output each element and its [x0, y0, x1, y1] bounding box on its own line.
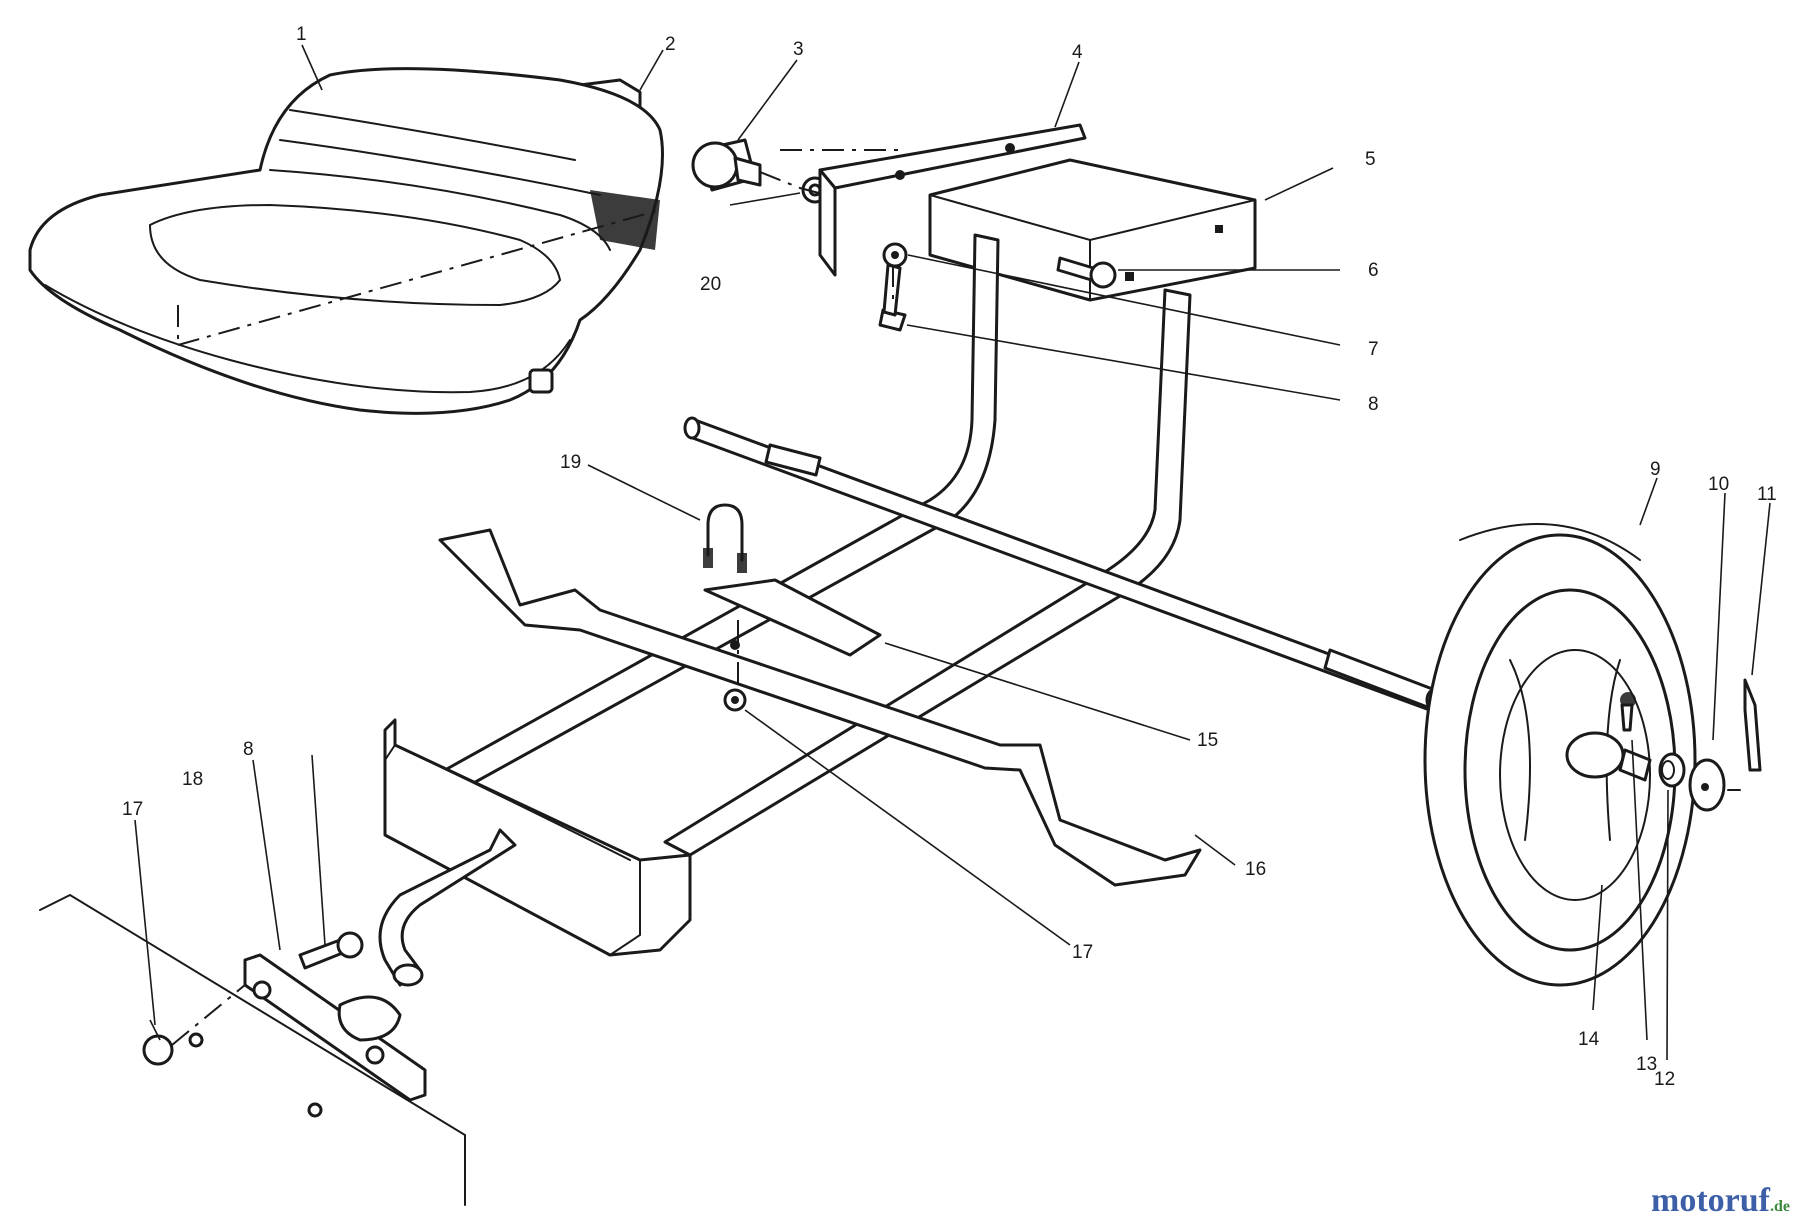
seat-knob — [691, 138, 762, 192]
runner-bar — [438, 528, 1202, 887]
watermark-logo: motoruf.de — [1651, 1182, 1790, 1220]
watermark-tld: .de — [1770, 1198, 1790, 1215]
callout-8-left: 8 — [243, 739, 254, 760]
seat-support-box — [928, 158, 1257, 302]
callout-4: 4 — [1072, 42, 1083, 63]
hitch-pin — [337, 995, 402, 1042]
callout-8: 8 — [1368, 394, 1379, 415]
spacer — [1658, 752, 1686, 788]
front-crossbar — [383, 718, 692, 957]
callout-14: 14 — [1578, 1029, 1600, 1050]
hitch-tongue — [378, 828, 517, 987]
grease-fitting — [1620, 692, 1636, 732]
callout-15: 15 — [1197, 730, 1218, 751]
callout-12: 12 — [1654, 1069, 1675, 1090]
hitch-bolt — [298, 931, 364, 970]
carriage-bolt — [1056, 256, 1117, 289]
callout-19: 19 — [560, 452, 581, 473]
lock-nut — [723, 688, 747, 712]
axle — [683, 416, 1443, 714]
mounting-plate — [703, 578, 882, 700]
callout-13: 13 — [1636, 1054, 1657, 1075]
callout-9: 9 — [1650, 459, 1661, 480]
callout-18: 18 — [182, 769, 203, 790]
flat-washer — [1688, 758, 1726, 812]
callout-1: 1 — [296, 24, 307, 45]
callout-17-left: 17 — [122, 799, 143, 820]
callout-2: 2 — [665, 34, 676, 55]
watermark-text: motoruf — [1651, 1182, 1770, 1219]
callout-labels: 1 2 3 4 5 6 7 8 9 10 11 12 13 14 15 16 1… — [122, 24, 1777, 1090]
seat — [28, 67, 664, 415]
hex-bolt — [878, 263, 907, 332]
callout-11: 11 — [1757, 484, 1777, 505]
callout-6: 6 — [1368, 260, 1379, 281]
tractor-body-outline — [39, 893, 466, 1206]
callout-5: 5 — [1365, 149, 1376, 170]
u-bolt — [703, 503, 747, 573]
callout-3: 3 — [793, 39, 804, 60]
callout-16: 16 — [1245, 859, 1266, 880]
lock-washer — [882, 242, 908, 268]
seat-bracket — [818, 123, 1087, 277]
leader-lines — [134, 44, 1771, 1061]
cotter-pin — [1727, 678, 1762, 791]
callout-10: 10 — [1708, 474, 1729, 495]
wheel — [1423, 523, 1697, 987]
callout-17-mid: 17 — [1072, 942, 1093, 963]
callout-20: 20 — [700, 274, 721, 295]
hex-nut — [142, 984, 246, 1066]
callout-7: 7 — [1368, 339, 1379, 360]
